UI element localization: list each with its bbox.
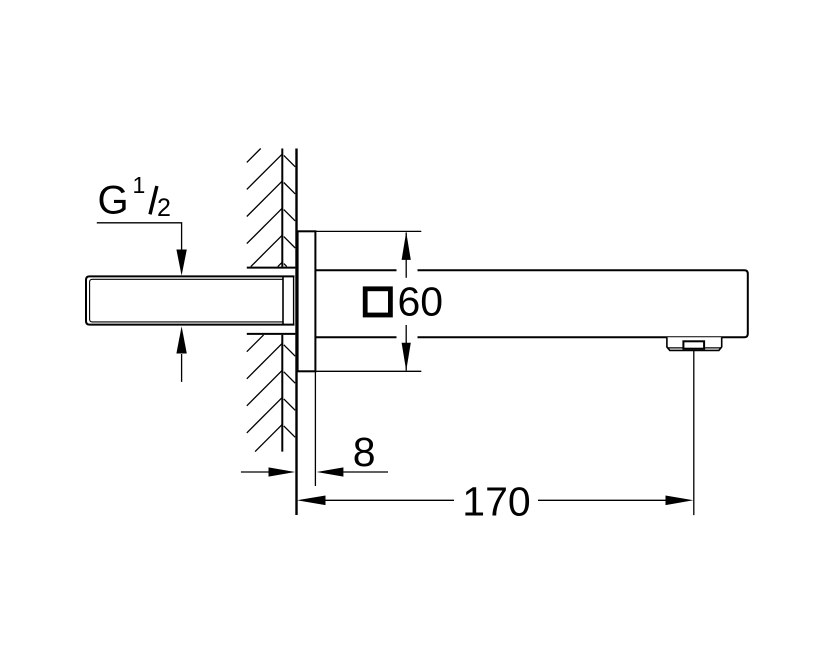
svg-text:60: 60: [398, 279, 444, 325]
svg-text:2: 2: [157, 194, 171, 222]
svg-text:8: 8: [353, 429, 376, 475]
svg-text:G: G: [98, 179, 129, 223]
svg-text:1: 1: [133, 172, 146, 198]
svg-text:170: 170: [462, 479, 530, 525]
